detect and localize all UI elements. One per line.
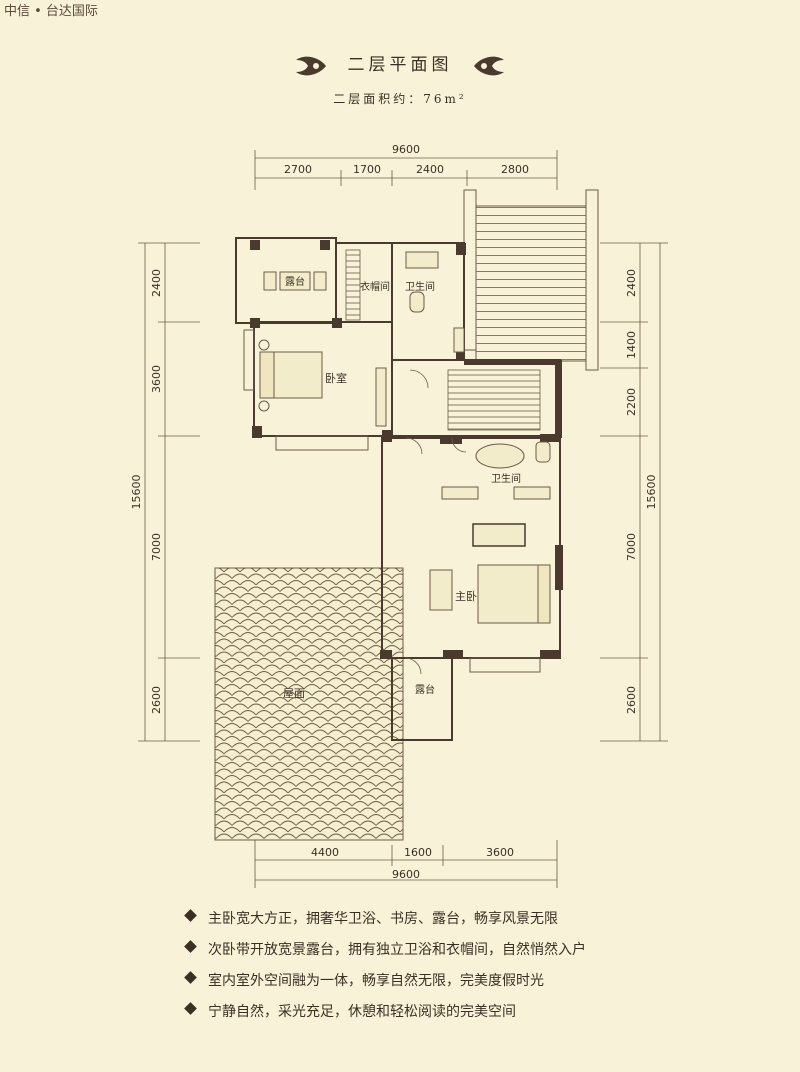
toilet-small: [409, 291, 425, 313]
bottom-dimensions: [254, 840, 558, 888]
diamond-bullet-icon: [184, 971, 197, 984]
dim-right-seg-3: 2200: [625, 388, 638, 416]
roof-tiles: [214, 567, 404, 841]
floor-area: 二层面积约：76m²: [333, 92, 467, 106]
list-item: 室内室外空间融为一体，畅享自然无限，完美度假时光: [184, 970, 586, 1001]
dim-right-total: 15600: [645, 475, 658, 510]
top-dimensions: [254, 150, 558, 190]
floor-plan: 9600 2700 1700 2400 2800 4400 1600 3600 …: [130, 143, 668, 888]
plan-title: 二层平面图: [347, 55, 453, 75]
brand-name: 中信 • 台达国际: [4, 4, 98, 19]
right-ornament-icon: [473, 56, 504, 75]
feature-list: 主卧宽大方正，拥奢华卫浴、书房、露台，畅享风景无限 次卧带开放宽景露台，拥有独立…: [184, 908, 586, 1032]
label-closet: 衣帽间: [360, 280, 390, 293]
right-dimensions: [600, 242, 668, 742]
label-terrace-bottom: 露台: [415, 683, 435, 696]
dim-bottom-seg-1: 4400: [311, 846, 339, 859]
dim-left-seg-2: 3600: [150, 365, 163, 393]
wall-posts: [250, 240, 563, 659]
label-terrace-top: 露台: [285, 275, 305, 288]
dim-left-seg-4: 2600: [150, 686, 163, 714]
label-bath-master: 卫生间: [491, 472, 521, 485]
dim-bottom-seg-2: 1600: [404, 846, 432, 859]
bathtub: [475, 443, 525, 469]
list-item: 宁静自然，采光充足，休憩和轻松阅读的完美空间: [184, 1001, 586, 1032]
pergola-slats: [475, 205, 587, 362]
list-item: 次卧带开放宽景露台，拥有独立卫浴和衣帽间，自然悄然入户: [184, 939, 586, 970]
label-master-bedroom: 主卧: [455, 590, 477, 603]
label-bedroom: 卧室: [325, 371, 347, 385]
terrace-table: [279, 271, 311, 291]
list-item: 主卧宽大方正，拥奢华卫浴、书房、露台，畅享风景无限: [184, 908, 586, 939]
label-bath-small: 卫生间: [405, 280, 435, 293]
study-desk: [472, 523, 526, 547]
label-roof: 屋面: [283, 687, 305, 700]
dim-top-seg-3: 2400: [416, 163, 444, 176]
staircase: [447, 369, 541, 431]
dim-bottom-seg-3: 3600: [486, 846, 514, 859]
dim-right-seg-1: 2400: [625, 269, 638, 297]
title-bar: 二层平面图: [0, 50, 800, 80]
left-ornament-icon: [296, 56, 327, 75]
diamond-bullet-icon: [184, 909, 197, 922]
dim-left-seg-3: 7000: [150, 533, 163, 561]
left-dimensions: [138, 242, 200, 742]
dim-top-total: 9600: [392, 143, 420, 156]
diamond-bullet-icon: [184, 1002, 197, 1015]
dim-right-seg-2: 1400: [625, 331, 638, 359]
dim-top-seg-4: 2800: [501, 163, 529, 176]
dim-right-seg-4: 7000: [625, 533, 638, 561]
dim-left-seg-1: 2400: [150, 269, 163, 297]
diamond-bullet-icon: [184, 940, 197, 953]
dim-bottom-total: 9600: [392, 868, 420, 881]
dim-left-total: 15600: [130, 475, 143, 510]
dim-right-seg-5: 2600: [625, 686, 638, 714]
dim-top-seg-2: 1700: [353, 163, 381, 176]
dim-top-seg-1: 2700: [284, 163, 312, 176]
